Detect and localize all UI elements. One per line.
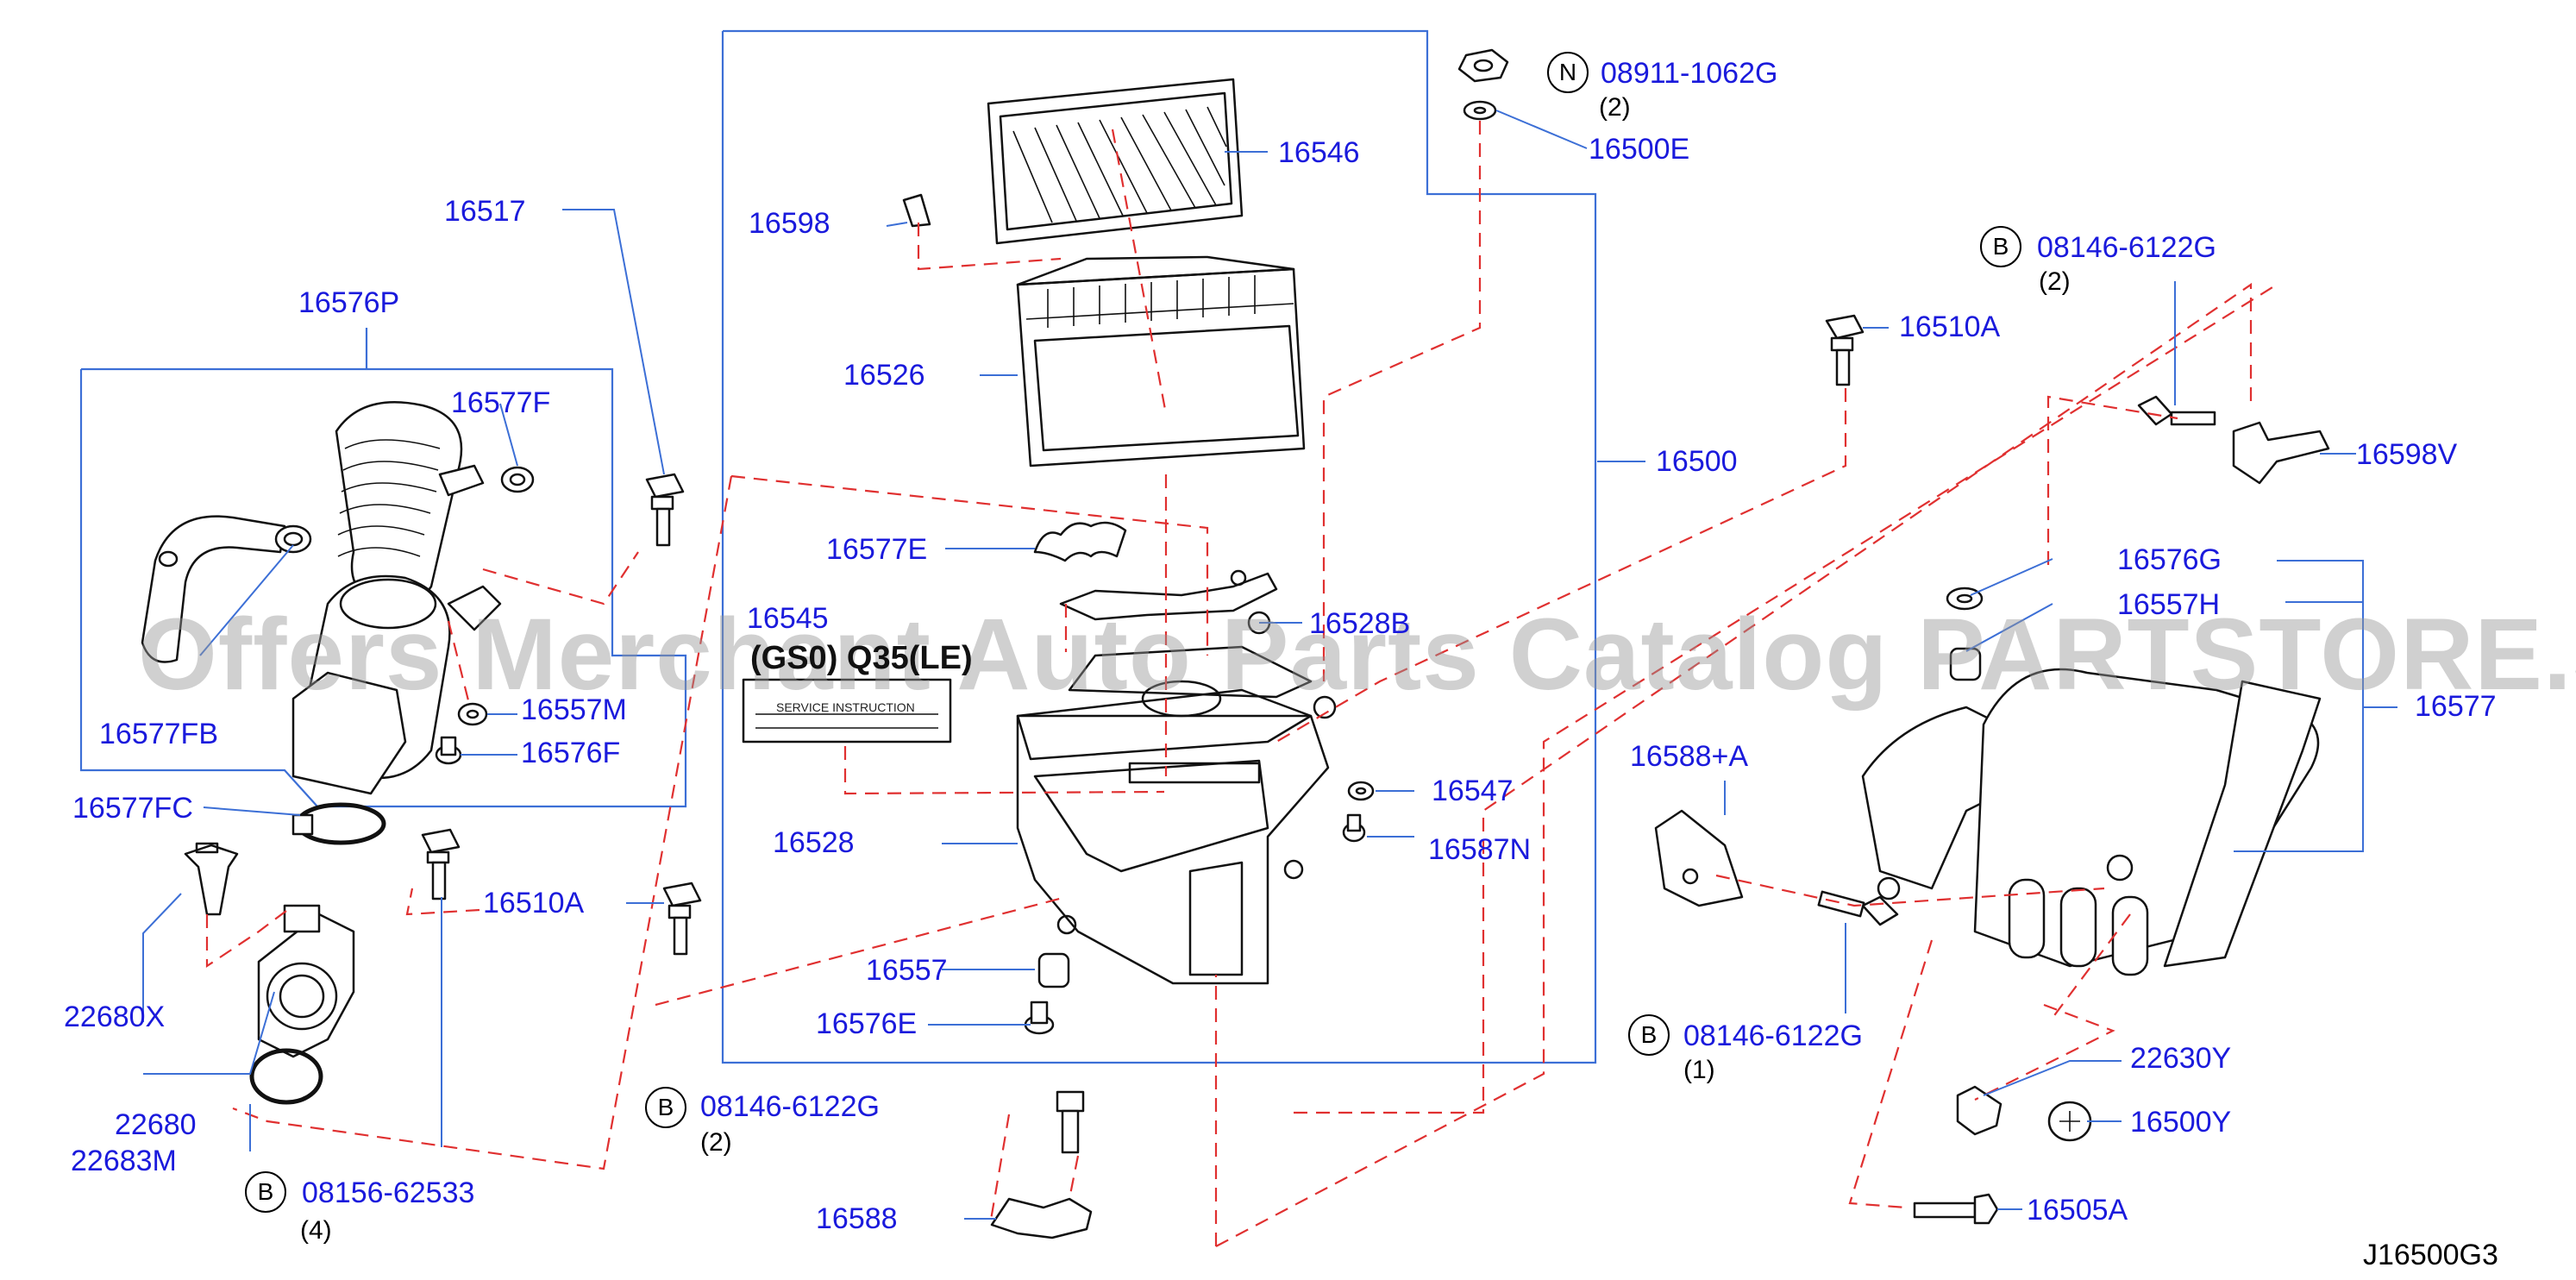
bracket-center — [1059, 569, 1278, 621]
callout-16588[interactable]: 16588 — [816, 1202, 898, 1235]
callout-16576P[interactable]: 16576P — [298, 286, 400, 319]
callout-16557M[interactable]: 16557M — [521, 693, 627, 726]
callout-16577F[interactable]: 16577F — [451, 386, 551, 419]
cap-16500Y — [2047, 1101, 2092, 1142]
callout-16598[interactable]: 16598 — [749, 207, 830, 240]
bolt-type-circle-08146-bottom: B — [645, 1087, 686, 1128]
bolt-08146-right — [1817, 890, 1899, 926]
callout-16546[interactable]: 16546 — [1278, 136, 1360, 169]
sensor-22630Y — [1956, 1085, 2003, 1136]
grommet-16587N — [1342, 813, 1366, 843]
bracket-16588 — [990, 1197, 1093, 1239]
callout-16577FB[interactable]: 16577FB — [99, 718, 218, 750]
rubber-mount-16557 — [1037, 952, 1070, 988]
clamp-16577F — [500, 466, 535, 493]
callout-16526[interactable]: 16526 — [843, 359, 925, 392]
bolt-16505A — [1913, 1193, 1999, 1225]
intake-duct — [291, 401, 502, 795]
callout-08146-6122G-right[interactable]: 08146-6122G — [1683, 1020, 1863, 1052]
callout-16510A-left[interactable]: 16510A — [483, 887, 585, 919]
throttle-chamber-22680 — [257, 904, 355, 1058]
callout-16528[interactable]: 16528 — [773, 826, 855, 859]
callout-16545[interactable]: 16545 — [747, 602, 829, 635]
label-plate — [742, 678, 952, 744]
clamp-16577FC — [291, 802, 386, 845]
callout-16577FC[interactable]: 16577FC — [72, 792, 193, 825]
bolt-08146-top — [2137, 395, 2216, 426]
o-ring-22683M — [249, 1048, 323, 1105]
callout-16576E[interactable]: 16576E — [816, 1007, 918, 1040]
resonator-duct-16577 — [1861, 668, 2322, 976]
callout-16598V[interactable]: 16598V — [2356, 438, 2458, 471]
bracket-16598V — [2232, 421, 2330, 485]
washer-16500E — [1463, 100, 1497, 121]
bolt-08156 — [421, 828, 461, 900]
washer-16547 — [1347, 781, 1375, 801]
label-plate-line: SERVICE INSTRUCTION — [776, 700, 915, 714]
quantity-08146-right: (1) — [1683, 1056, 1715, 1084]
assembly-box-16576P — [79, 328, 687, 808]
callout-08911-1062G[interactable]: 08911-1062G — [1601, 57, 1778, 90]
bolt-type-circle-08156: B — [245, 1171, 286, 1213]
nut-08911 — [1457, 48, 1509, 83]
callout-16517[interactable]: 16517 — [444, 195, 526, 228]
nut-type-circle-08911: N — [1547, 52, 1589, 93]
clip-16598 — [902, 193, 931, 228]
grommet-16557M — [457, 702, 488, 726]
bolt-center-bottom — [1056, 1090, 1085, 1154]
callout-16588-A[interactable]: 16588+A — [1630, 740, 1749, 773]
callout-08156-62533[interactable]: 08156-62533 — [302, 1176, 475, 1209]
callout-16576G[interactable]: 16576G — [2117, 543, 2222, 576]
clamp-small-left — [274, 524, 312, 554]
grommet-16576F — [435, 736, 462, 765]
callout-16528B[interactable]: 16528B — [1309, 607, 1411, 640]
bracket-16588A — [1654, 809, 1744, 907]
bolt-16517 — [645, 473, 685, 547]
callout-16576F[interactable]: 16576F — [521, 737, 621, 769]
grommet-16576E — [1024, 1001, 1055, 1035]
assembly-box-16500 — [721, 29, 1597, 1064]
clip-16577E — [1033, 521, 1127, 562]
bolt-type-circle-08146-top: B — [1980, 226, 2021, 267]
air-filter-element — [987, 78, 1244, 245]
bolt-16510A-left — [662, 882, 702, 956]
callout-22680X[interactable]: 22680X — [64, 1001, 166, 1033]
callout-08146-6122G-bottom[interactable]: 08146-6122G — [700, 1090, 880, 1123]
air-cleaner-upper-cover — [1016, 255, 1306, 467]
callout-16557H[interactable]: 16557H — [2117, 588, 2221, 621]
quantity-08911: (2) — [1599, 93, 1631, 122]
callout-16500Y[interactable]: 16500Y — [2130, 1106, 2232, 1139]
watermark: Offers Merchant Auto Parts Catalog PARTS… — [138, 598, 2576, 712]
quantity-08146-top: (2) — [2039, 267, 2071, 296]
bolt-type-circle-08146-right: B — [1628, 1014, 1670, 1056]
callout-16577[interactable]: 16577 — [2415, 690, 2497, 723]
callout-22630Y[interactable]: 22630Y — [2130, 1042, 2232, 1075]
callout-16500[interactable]: 16500 — [1656, 445, 1738, 478]
bolt-16510A-right — [1825, 314, 1865, 386]
diagram-reference-code: J16500G3 — [2363, 1239, 2498, 1271]
quantity-08156: (4) — [300, 1216, 332, 1245]
callout-16557[interactable]: 16557 — [866, 954, 948, 987]
grommet-16557H — [1949, 647, 1982, 681]
callout-16587N[interactable]: 16587N — [1428, 833, 1532, 866]
callout-16505A[interactable]: 16505A — [2027, 1194, 2128, 1227]
callout-16500E[interactable]: 16500E — [1589, 133, 1690, 166]
callout-16547[interactable]: 16547 — [1432, 775, 1514, 807]
callout-22680[interactable]: 22680 — [115, 1108, 197, 1141]
sensor-22680X — [184, 842, 239, 916]
callout-16510A-right[interactable]: 16510A — [1899, 311, 2001, 343]
quantity-08146-bottom: (2) — [700, 1128, 732, 1157]
label-plate-model-text: (GS0) Q35(LE) — [750, 640, 973, 676]
callout-22683M[interactable]: 22683M — [71, 1145, 177, 1177]
callout-08146-6122G-top[interactable]: 08146-6122G — [2037, 231, 2216, 264]
hose-16577FB — [141, 515, 286, 663]
leader-lines — [142, 110, 2397, 1220]
air-cleaner-lower-case — [1016, 645, 1337, 985]
callout-16577E[interactable]: 16577E — [826, 533, 928, 566]
